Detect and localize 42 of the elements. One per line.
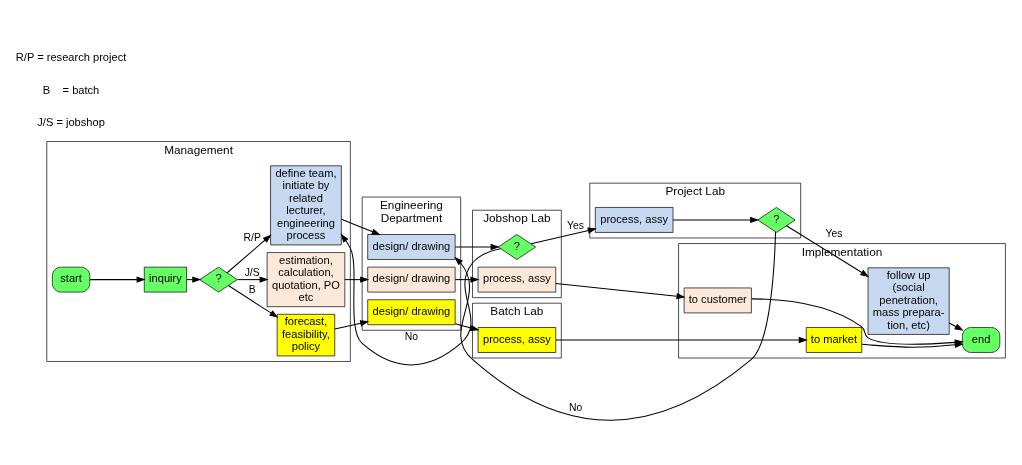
node-box: forecast, feasibility, policy	[276, 313, 336, 356]
arrow	[89, 275, 146, 283]
arrow	[334, 319, 370, 329]
node-box: process, assy	[594, 206, 674, 233]
edge-label: R/P	[243, 231, 261, 243]
node-box: design/ drawing	[367, 233, 456, 260]
arrow	[555, 336, 808, 343]
edge-label: No	[568, 401, 583, 413]
node-diamond: ?	[199, 266, 238, 292]
arrow	[227, 284, 279, 318]
node-box: estimation, calculation, quotation, PO etc	[266, 251, 346, 307]
node-box: design/ drawing	[367, 266, 456, 292]
arrow	[530, 226, 597, 244]
node-box: to customer	[683, 287, 752, 313]
arrow	[555, 282, 686, 299]
label: R/P = research project	[15, 50, 127, 63]
node-box: end	[962, 326, 1001, 353]
arrow	[454, 243, 500, 250]
node-box: inquiry	[143, 266, 187, 292]
label: B = batch	[42, 83, 100, 96]
edge-label: Yes	[567, 219, 585, 231]
edge-label: Yes	[825, 227, 843, 239]
node-box: process, assy	[477, 326, 557, 353]
arrow	[948, 321, 964, 331]
node-box: follow up (social penetration, mass prepara- tion, etc)	[867, 266, 950, 335]
edge-label: No	[404, 330, 419, 342]
edge-label: J/S	[244, 266, 260, 278]
label: J/S = jobshop	[37, 115, 105, 128]
edge-label: B	[248, 283, 256, 295]
node-diamond: ?	[497, 233, 536, 260]
node-diamond: ?	[757, 206, 796, 233]
arrow	[341, 218, 381, 235]
arrow	[454, 322, 480, 331]
node-box: start	[52, 266, 91, 292]
arrow	[226, 233, 272, 273]
arrow	[861, 341, 964, 348]
node-box: to market	[805, 326, 863, 353]
node-box: design/ drawing	[367, 298, 456, 325]
arrow	[236, 275, 269, 283]
node-box: define team, initiate by related lecturer, engineering process	[270, 164, 342, 245]
node-box: process, assy	[477, 266, 557, 292]
arrow	[672, 216, 760, 223]
